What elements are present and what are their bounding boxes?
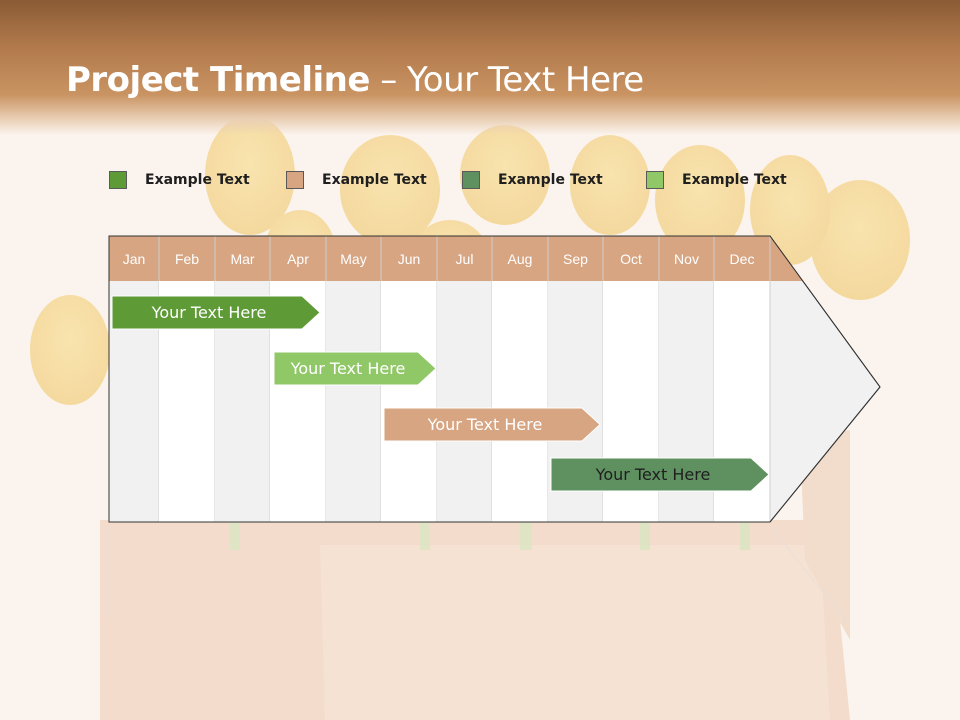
- month-label-sep: Sep: [563, 251, 588, 267]
- header-band: [0, 0, 960, 135]
- month-label-nov: Nov: [674, 251, 699, 267]
- slide-title: Project Timeline – Your Text Here: [66, 60, 644, 100]
- month-column: [492, 281, 548, 522]
- task-bar-label: Your Text Here: [290, 359, 406, 378]
- month-label-apr: Apr: [287, 251, 309, 267]
- legend-label: Example Text: [682, 172, 787, 188]
- legend-label: Example Text: [322, 172, 427, 188]
- timeline-outline: [108, 235, 881, 523]
- month-label-aug: Aug: [508, 251, 533, 267]
- month-column: [381, 281, 437, 522]
- month-label-jul: Jul: [456, 251, 474, 267]
- task-bar[interactable]: [273, 351, 437, 386]
- legend-item-2: Example Text: [286, 170, 436, 194]
- month-label-feb: Feb: [175, 251, 199, 267]
- month-header-band: [109, 236, 803, 281]
- legend-swatch: [646, 171, 664, 189]
- legend-label: Example Text: [498, 172, 603, 188]
- title-subtitle: – Your Text Here: [369, 60, 644, 100]
- legend-swatch: [286, 171, 304, 189]
- legend-swatch: [109, 171, 127, 189]
- task-bar[interactable]: [111, 295, 321, 330]
- title-bold: Project Timeline: [66, 60, 370, 100]
- task-bar[interactable]: [550, 457, 770, 492]
- month-label-may: May: [340, 251, 366, 267]
- legend-item-4: Example Text: [646, 170, 796, 194]
- legend-item-1: Example Text: [109, 170, 259, 194]
- month-label-jan: Jan: [123, 251, 146, 267]
- task-bar-label: Your Text Here: [595, 465, 711, 484]
- month-column: [326, 281, 381, 522]
- task-bar[interactable]: [383, 407, 601, 442]
- month-label-oct: Oct: [620, 251, 642, 267]
- legend-label: Example Text: [145, 172, 250, 188]
- month-column: [437, 281, 492, 522]
- task-bar-label: Your Text Here: [427, 415, 543, 434]
- legend-swatch: [462, 171, 480, 189]
- reflection-line: [769, 525, 846, 621]
- month-label-mar: Mar: [230, 251, 254, 267]
- month-label-dec: Dec: [730, 251, 755, 267]
- task-bar-label: Your Text Here: [151, 303, 267, 322]
- legend-item-3: Example Text: [462, 170, 612, 194]
- month-label-jun: Jun: [398, 251, 421, 267]
